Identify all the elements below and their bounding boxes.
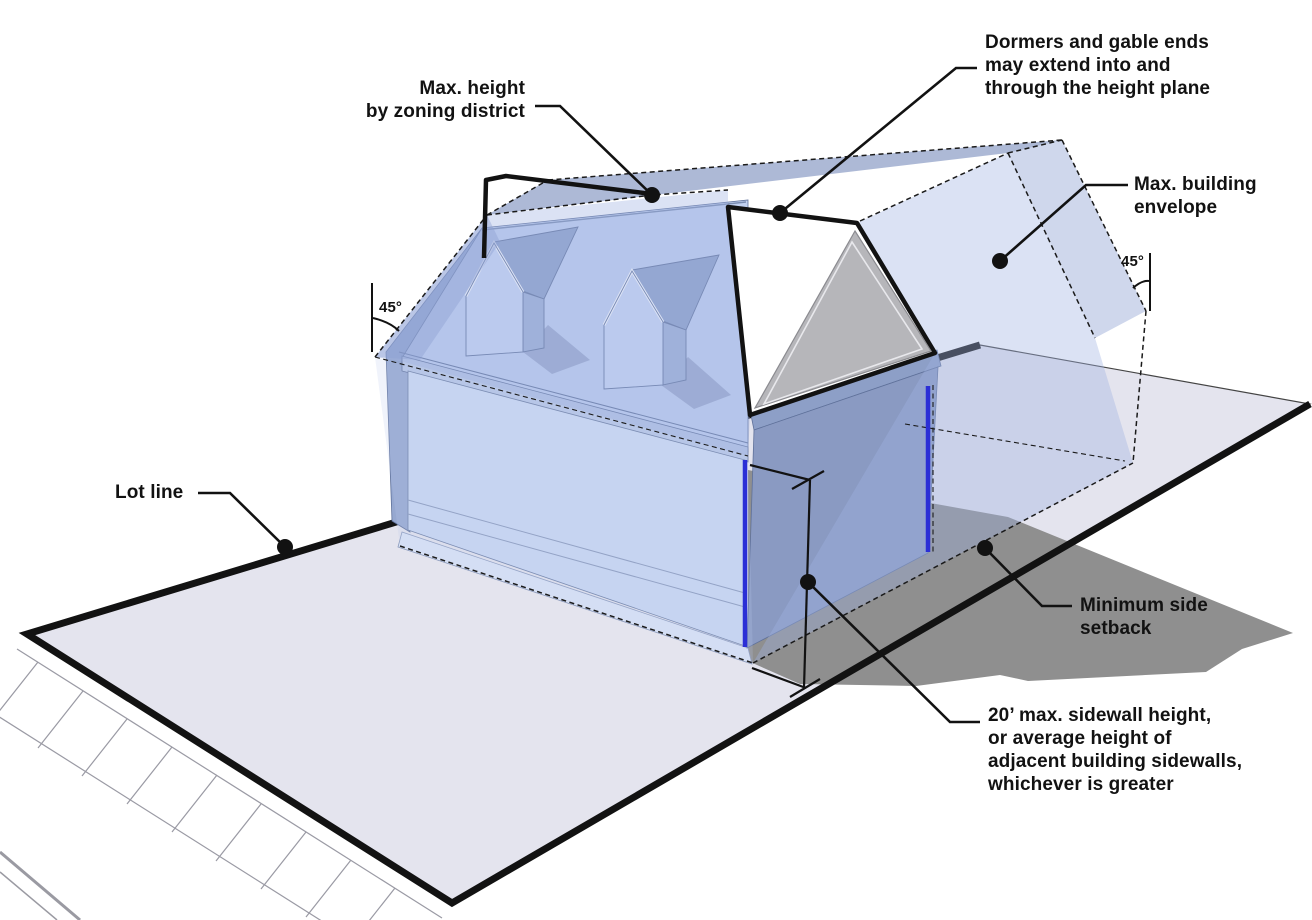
angle-marker-right: [1132, 253, 1151, 311]
label-line: by zoning district: [365, 101, 525, 122]
leader-dots: [277, 187, 1008, 590]
envelope-base-front: [399, 545, 754, 664]
label-envelope: Max. building envelope: [1134, 173, 1257, 219]
envelope-front-wall: [375, 357, 753, 663]
label-max-height: Max. height by zoning district: [366, 77, 525, 123]
sidewalk-outer-edge: [0, 716, 322, 920]
label-line: Dormers and gable ends: [985, 32, 1209, 53]
label-line: envelope: [1134, 197, 1218, 218]
label-line: or average height of: [988, 728, 1172, 749]
gable-wing-wall: [746, 366, 939, 649]
envelope-right-end-slope: [1008, 140, 1146, 338]
leader-setback: [984, 547, 1072, 608]
envelope-height-plane: [487, 140, 1062, 215]
height-plane-back-edge: [547, 139, 1063, 181]
dot-max-height: [644, 187, 660, 203]
label-dormers: Dormers and gable ends may extend into a…: [985, 31, 1210, 100]
label-line: adjacent building sidewalls,: [988, 751, 1243, 772]
envelope-right-45-back-edge: [1061, 139, 1147, 312]
label-line: Max. building: [1134, 174, 1257, 195]
envelope-base-right: [752, 462, 1134, 664]
leader-lot-line: [198, 491, 286, 548]
label-line: Lot line: [115, 482, 184, 503]
dot-sidewall: [800, 574, 816, 590]
label-line: may extend into and: [985, 55, 1171, 76]
curb-line: [0, 871, 58, 920]
label-line: through the height plane: [985, 78, 1211, 99]
sidewalk-tie: [0, 661, 39, 712]
leader-lines: [198, 66, 1128, 724]
sidewalk-tie: [81, 718, 128, 777]
label-setback: Minimum side setback: [1080, 594, 1208, 640]
wall-trim-lines: [407, 499, 746, 608]
height-plane-left-edge: [486, 179, 549, 216]
sidewalk: [0, 648, 443, 920]
height-plane-right-edge: [1007, 139, 1063, 154]
envelope-front-eave: [374, 356, 749, 457]
envelope-front-slope: [375, 190, 750, 456]
label-line: setback: [1080, 618, 1152, 639]
label-lot-line: Lot line: [115, 481, 183, 504]
sidewalk-tie: [368, 887, 396, 920]
eave-trim-line: [398, 351, 749, 444]
label-line: whichever is greater: [988, 774, 1174, 795]
label-line: Max. height: [419, 78, 525, 99]
label-angle-right: 45°: [1121, 254, 1144, 270]
sidewalk-tie: [305, 859, 352, 918]
gable-gray-face: [753, 229, 932, 410]
dormer-left: [464, 226, 590, 374]
house: [385, 199, 942, 665]
leader-dormers: [779, 66, 977, 215]
leader-envelope: [999, 183, 1128, 262]
height-plane-front-edge-right: [859, 152, 1009, 222]
leader-max-height: [535, 104, 653, 196]
angle-arc: [372, 317, 400, 332]
dormer-gable-edge: [603, 270, 664, 326]
dot-dormers: [772, 205, 788, 221]
dimension-extension-top: [749, 463, 811, 482]
sidewalk-tie: [126, 746, 173, 805]
dot-lot-line: [277, 539, 293, 555]
floor-slab-edge: [397, 531, 753, 665]
dot-envelope: [992, 253, 1008, 269]
label-line: 20’ max. sidewall height,: [988, 705, 1212, 726]
dormer-gable-edge: [465, 242, 524, 297]
sidewalk-tie: [215, 803, 262, 862]
sidewalk-inner-edge: [16, 648, 443, 919]
dimension-tick-top: [791, 470, 825, 490]
building-envelope: [375, 140, 1146, 663]
leader-sidewall: [807, 581, 980, 724]
angle-arc: [1132, 279, 1150, 289]
roof-ridge-line: [481, 201, 747, 231]
envelope-right-45-front-edge: [1007, 152, 1096, 339]
label-line: 45°: [379, 299, 402, 316]
label-sidewall: 20’ max. sidewall height, or average hei…: [988, 704, 1242, 796]
dimension-tick-bottom: [789, 678, 821, 698]
label-line: Minimum side: [1080, 595, 1208, 616]
sidewalk-tie: [171, 774, 218, 833]
label-line: 45°: [1121, 253, 1144, 270]
envelope-right-front-face: [753, 153, 1133, 663]
sidewalk-tie: [260, 831, 307, 890]
curb-line: [0, 850, 81, 920]
label-angle-left: 45°: [379, 300, 402, 316]
eave-fascia: [401, 355, 749, 463]
dot-setback: [977, 540, 993, 556]
envelope-dashed-edges: [374, 139, 1147, 664]
envelope-left-45-edge: [374, 214, 488, 358]
height-plane-marker-line: [481, 173, 653, 259]
angle-marker-left: [371, 283, 400, 352]
dimension-extension-bottom: [751, 666, 807, 690]
gable-through-plane: [725, 204, 938, 418]
envelope-base-back: [904, 423, 1126, 462]
dormer-right: [602, 254, 731, 409]
gable-face-trim: [762, 240, 924, 406]
envelope-left-end-slope: [375, 215, 500, 360]
sidewalk-tie: [37, 690, 84, 749]
